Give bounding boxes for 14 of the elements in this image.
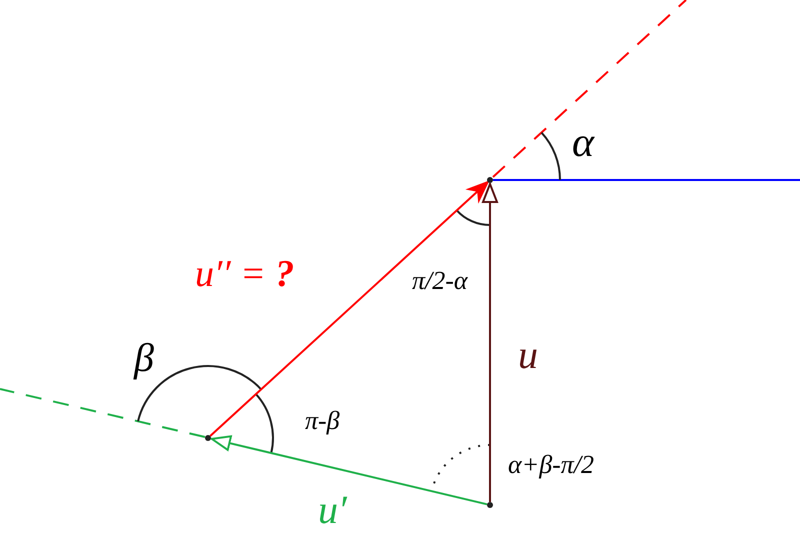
angle-label: π-β	[305, 408, 340, 434]
arrow	[210, 435, 488, 506]
vertex-point	[205, 435, 211, 441]
edge-label: u′	[318, 490, 347, 530]
angle-label: α	[572, 122, 594, 164]
edge-label: u′′ = ?	[195, 255, 294, 293]
edge-label: u	[518, 335, 538, 375]
vertex-point	[487, 502, 493, 508]
angle-label: α+β-π/2	[508, 452, 594, 478]
angle-label: β	[134, 338, 154, 378]
arrow	[210, 180, 490, 437]
vertex-point	[487, 177, 493, 183]
arrow	[482, 183, 498, 502]
angle-label: π/2-α	[412, 268, 468, 294]
